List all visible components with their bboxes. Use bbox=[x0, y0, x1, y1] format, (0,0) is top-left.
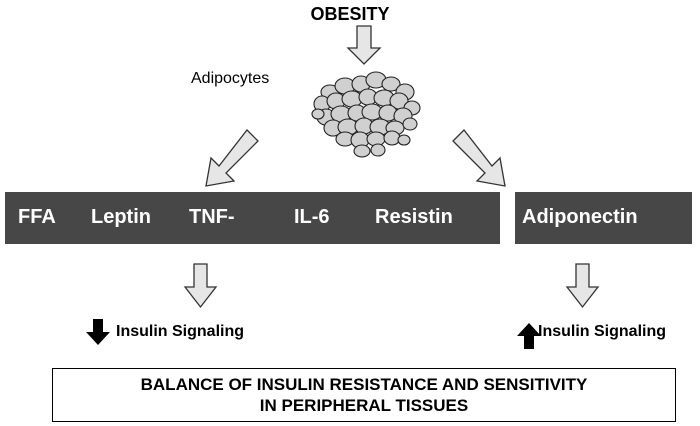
factor-resistin: Resistin bbox=[375, 206, 453, 228]
arrow-obesity-down-icon bbox=[346, 25, 382, 65]
adipocyte-cell-icon bbox=[353, 144, 371, 158]
adipocyte-cell-icon bbox=[311, 108, 325, 120]
diagram-title: OBESITY bbox=[310, 4, 390, 24]
factor-ffa: FFA bbox=[18, 206, 56, 228]
adiponectin-bar: Adiponectin bbox=[515, 192, 692, 244]
adipocyte-cluster-icon bbox=[311, 71, 421, 158]
arrow-to-factors-icon bbox=[205, 129, 259, 187]
adipocyte-cell-icon bbox=[370, 143, 386, 157]
arrow-right-down-icon bbox=[565, 263, 600, 309]
balance-line-2: IN PERIPHERAL TISSUES bbox=[259, 396, 469, 415]
factor-adiponectin: Adiponectin bbox=[522, 206, 638, 228]
balance-box: BALANCE OF INSULIN RESISTANCE AND SENSIT… bbox=[52, 368, 676, 422]
adipocytes-label: Adipocytes bbox=[191, 70, 270, 87]
arrow-to-adiponectin-icon bbox=[452, 129, 506, 187]
arrow-left-down-icon bbox=[183, 263, 218, 309]
factor-leptin: Leptin bbox=[91, 206, 151, 228]
increase-arrow-icon bbox=[517, 323, 541, 349]
adipocyte-cell-icon bbox=[402, 117, 418, 131]
adipocyte-cell-icon bbox=[383, 130, 401, 146]
proinflammatory-factors-bar: FFA Leptin TNF- IL-6 Resistin bbox=[5, 192, 500, 244]
adipocyte-cell-icon bbox=[397, 134, 411, 146]
decrease-arrow-icon bbox=[86, 319, 110, 345]
factor-il6: IL-6 bbox=[294, 206, 330, 228]
adipocyte-cell-icon bbox=[381, 76, 401, 92]
factor-tnf: TNF- bbox=[189, 206, 235, 228]
insulin-signaling-decrease-label: Insulin Signaling bbox=[116, 323, 244, 340]
balance-line-1: BALANCE OF INSULIN RESISTANCE AND SENSIT… bbox=[140, 375, 588, 394]
insulin-signaling-increase-label: Insulin Signaling bbox=[538, 323, 666, 340]
